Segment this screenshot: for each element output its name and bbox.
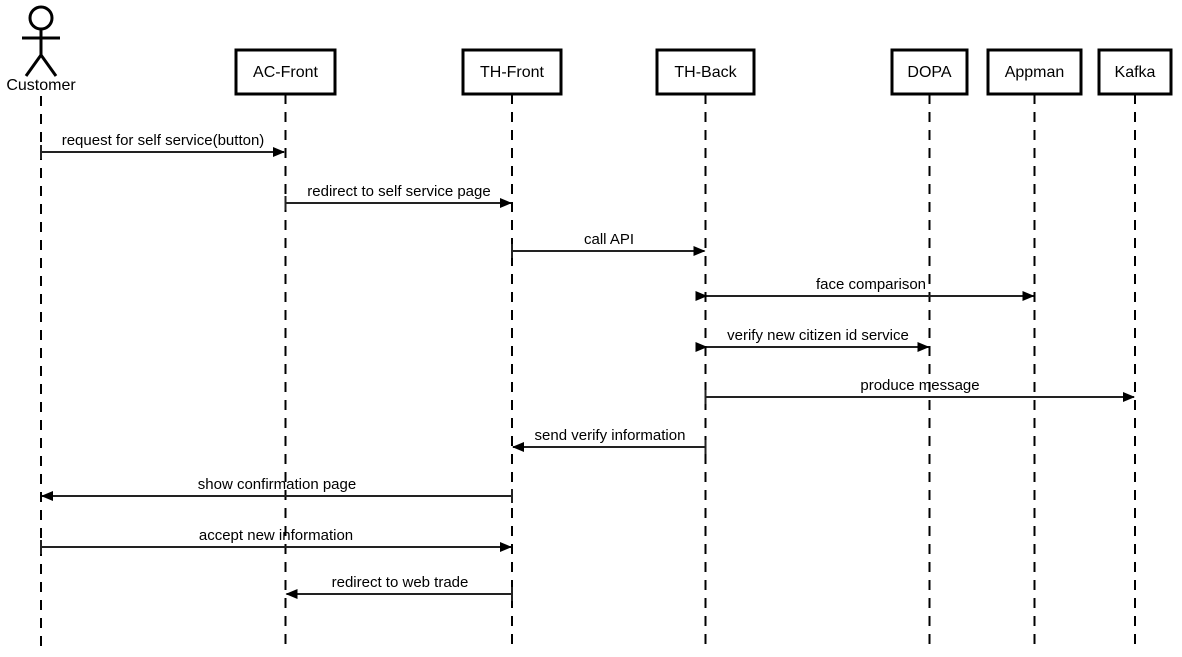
message-10[interactable]: redirect to web trade xyxy=(285,574,513,601)
participant-label-th-back: TH-Back xyxy=(674,64,737,81)
message-label-9: accept new information xyxy=(199,527,353,544)
message-label-5: verify new citizen id service xyxy=(727,327,909,344)
participant-box-appman[interactable] xyxy=(986,48,1083,96)
message-3[interactable]: call API xyxy=(511,231,706,258)
message-2[interactable]: redirect to self service page xyxy=(284,183,512,210)
message-8[interactable]: show confirmation page xyxy=(41,476,513,503)
message-1[interactable]: request for self service(button) xyxy=(40,132,285,159)
participant-label-dopa: DOPA xyxy=(907,64,951,81)
participant-label-appman: Appman xyxy=(1005,64,1065,81)
participant-label-kafka: Kafka xyxy=(1115,64,1156,81)
participant-th-back[interactable]: TH-Back xyxy=(655,48,756,650)
message-6[interactable]: produce message xyxy=(704,377,1135,404)
participant-box-ac-front[interactable] xyxy=(234,48,337,96)
message-5[interactable]: verify new citizen id service xyxy=(695,327,930,352)
participant-th-front[interactable]: TH-Front xyxy=(461,48,563,650)
message-label-4: face comparison xyxy=(816,276,926,293)
message-7[interactable]: send verify information xyxy=(512,427,707,454)
participant-customer[interactable]: Customer xyxy=(6,5,76,650)
participant-ac-front[interactable]: AC-Front xyxy=(234,48,337,650)
participant-label-ac-front: AC-Front xyxy=(253,64,318,81)
participant-dopa[interactable]: DOPA xyxy=(890,48,969,650)
message-label-8: show confirmation page xyxy=(198,476,356,493)
message-label-7: send verify information xyxy=(535,427,686,444)
message-label-6: produce message xyxy=(860,377,979,394)
participant-box-dopa[interactable] xyxy=(890,48,969,96)
message-label-1: request for self service(button) xyxy=(62,132,265,149)
message-label-10: redirect to web trade xyxy=(332,574,469,591)
message-9[interactable]: accept new information xyxy=(40,527,512,554)
message-4[interactable]: face comparison xyxy=(695,276,1035,301)
message-label-2: redirect to self service page xyxy=(307,183,490,200)
participant-label-th-front: TH-Front xyxy=(480,64,545,81)
message-label-3: call API xyxy=(584,231,634,248)
participant-label-customer: Customer xyxy=(6,77,76,94)
actor-figure-icon xyxy=(22,5,60,77)
participant-appman[interactable]: Appman xyxy=(986,48,1083,650)
participant-kafka[interactable]: Kafka xyxy=(1097,48,1173,650)
participant-box-th-back[interactable] xyxy=(655,48,756,96)
